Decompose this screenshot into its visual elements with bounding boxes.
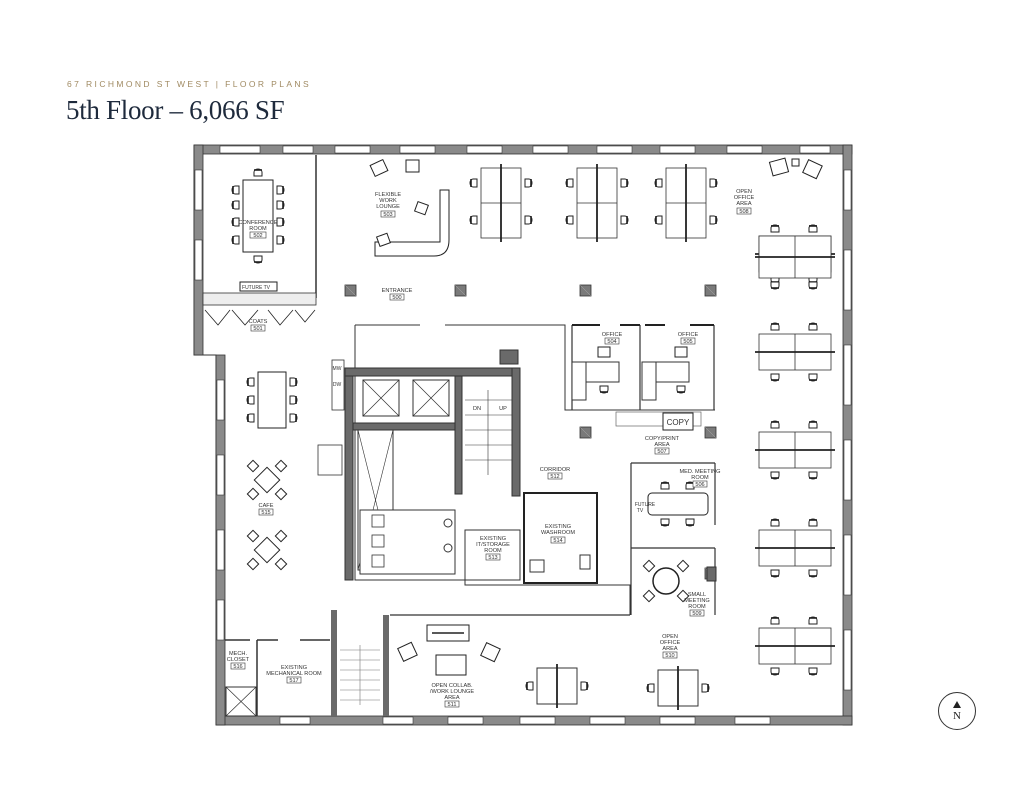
svg-text:EXISTING: EXISTING (281, 665, 307, 671)
svg-text:500: 500 (392, 295, 401, 301)
svg-text:ROOM: ROOM (688, 604, 706, 610)
svg-text:513: 513 (488, 555, 497, 561)
svg-text:517: 517 (289, 678, 298, 684)
svg-text:AREA: AREA (444, 695, 460, 701)
svg-text:OFFICE: OFFICE (734, 195, 755, 201)
svg-text:507: 507 (657, 449, 666, 455)
svg-text:502: 502 (253, 233, 262, 239)
washroom-storage: EXISTING WASHROOM 514 EXISTING IT/STORAG… (464, 467, 598, 584)
meeting-rooms: MED. MEETING ROOM 506 FUTURE TV SMALL ME… (630, 462, 721, 617)
svg-text:MECH.: MECH. (229, 651, 247, 657)
address-eyebrow: 67 RICHMOND ST WEST | FLOOR PLANS (67, 79, 312, 89)
svg-text:MED. MEETING: MED. MEETING (679, 469, 720, 475)
svg-text:ROOM: ROOM (484, 548, 502, 554)
svg-text:511: 511 (448, 702, 457, 708)
svg-text:WORK: WORK (379, 198, 397, 204)
svg-text:AREA: AREA (736, 201, 752, 207)
conference-room: CONFERENCE ROOM 502 FUTURE TV COATS 501 (202, 155, 317, 332)
svg-text:OFFICE: OFFICE (678, 332, 699, 338)
svg-text:OPEN COLLAB.: OPEN COLLAB. (431, 683, 472, 689)
svg-text:501: 501 (253, 326, 262, 332)
svg-text:CLOSET: CLOSET (227, 657, 250, 663)
svg-text:OPEN: OPEN (662, 634, 678, 640)
svg-text:512: 512 (550, 474, 559, 480)
svg-text:OFFICE: OFFICE (602, 332, 623, 338)
svg-text:/WORK LOUNGE: /WORK LOUNGE (430, 689, 474, 695)
workstations-east (755, 225, 835, 675)
svg-text:506: 506 (695, 482, 704, 488)
svg-text:COPY: COPY (667, 418, 690, 427)
exterior-walls (193, 144, 853, 726)
svg-text:DN: DN (473, 406, 481, 412)
flexible-work-lounge: FLEXIBLE WORK LOUNGE 503 ENTRANCE 500 (369, 158, 450, 301)
svg-text:MW: MW (333, 366, 342, 372)
svg-text:COATS: COATS (249, 319, 268, 325)
svg-text:FUTURE: FUTURE (635, 502, 656, 508)
svg-text:MECHANICAL ROOM: MECHANICAL ROOM (266, 671, 322, 677)
svg-text:ROOM: ROOM (691, 475, 709, 481)
south-rooms: MECH. CLOSET 516 EXISTING MECHANICAL ROO… (225, 610, 710, 717)
north-arrow-icon: N (938, 692, 976, 730)
svg-text:LOUNGE: LOUNGE (376, 204, 400, 210)
north-triangle-icon (953, 701, 961, 708)
svg-text:508: 508 (739, 209, 748, 215)
svg-text:505: 505 (683, 339, 692, 345)
svg-text:EXISTING: EXISTING (545, 524, 571, 530)
svg-text:OPEN: OPEN (736, 189, 752, 195)
svg-text:FUTURE TV: FUTURE TV (242, 285, 271, 291)
page-title: 5th Floor – 6,066 SF (66, 95, 285, 125)
svg-text:IT/STORAGE: IT/STORAGE (476, 542, 510, 548)
cafe: CAFE 515 (246, 371, 298, 571)
workstations-north: OPEN OFFICE AREA 508 (470, 157, 823, 242)
building-core (317, 324, 715, 615)
svg-text:DW: DW (333, 382, 342, 388)
svg-text:UP: UP (499, 406, 507, 412)
svg-text:515: 515 (261, 510, 270, 516)
svg-text:WASHROOM: WASHROOM (541, 530, 575, 536)
svg-text:ENTRANCE: ENTRANCE (382, 288, 413, 294)
svg-text:SMALL: SMALL (688, 592, 706, 598)
svg-text:TV: TV (637, 508, 644, 514)
svg-text:OFFICE: OFFICE (660, 640, 681, 646)
svg-text:514: 514 (553, 538, 562, 544)
svg-text:503: 503 (383, 212, 392, 218)
svg-text:CORRIDOR: CORRIDOR (540, 467, 570, 473)
svg-text:510: 510 (665, 653, 674, 659)
svg-text:AREA: AREA (662, 646, 678, 652)
svg-text:AREA: AREA (654, 442, 670, 448)
svg-text:516: 516 (233, 664, 242, 670)
svg-text:CAFE: CAFE (259, 503, 274, 509)
svg-text:MEETING: MEETING (684, 598, 709, 604)
svg-text:CONFERENCE: CONFERENCE (238, 220, 277, 226)
svg-text:COPY/PRINT: COPY/PRINT (645, 436, 680, 442)
svg-text:509: 509 (692, 611, 701, 617)
svg-text:504: 504 (607, 339, 616, 345)
north-label: N (953, 710, 961, 722)
svg-text:FLEXIBLE: FLEXIBLE (375, 192, 401, 198)
private-offices: OFFICE 504 OFFICE 505 COPY COPY/PRINT AR… (571, 324, 715, 455)
svg-text:EXISTING: EXISTING (480, 536, 506, 542)
svg-text:ROOM: ROOM (249, 226, 267, 232)
